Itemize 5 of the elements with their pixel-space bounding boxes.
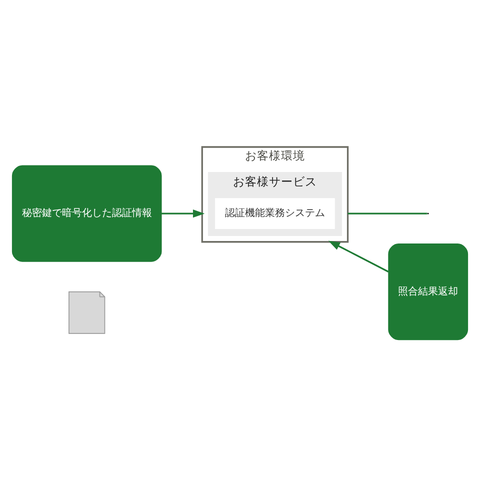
arrow [161, 209, 205, 218]
node-box: 照合結果返却 [388, 244, 468, 340]
connector [348, 212, 428, 214]
arrow [328, 240, 389, 272]
node-box: 秘密鍵で暗号化した認証情報 [12, 165, 162, 262]
